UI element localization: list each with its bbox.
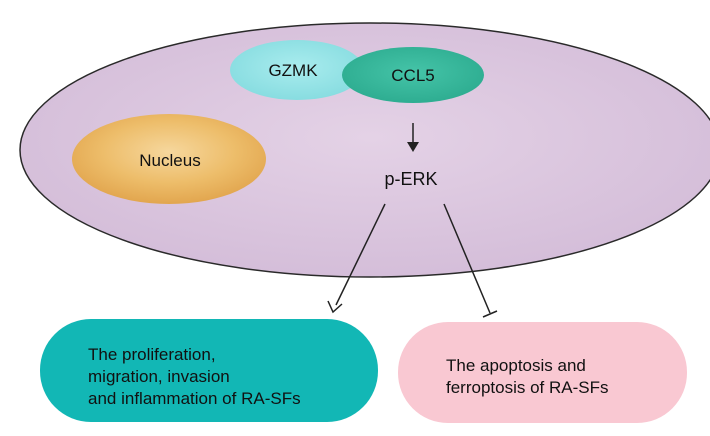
cell-membrane [19,22,710,278]
gzmk-node [230,40,364,100]
ccl5-node [342,47,484,103]
nucleus-label: Nucleus [139,151,200,170]
activation-arrow [335,203,386,306]
promoted-outcome-line-2: migration, invasion [88,367,230,386]
promoted-outcome-line-1: The proliferation, [88,345,216,364]
activation-arrowhead [327,300,343,314]
inhibited-outcome-line-2: ferroptosis of RA-SFs [446,378,609,397]
inhibited-outcome-text: The apoptosis and ferroptosis of RA-SFs [446,355,609,399]
inhibited-outcome-box [398,322,687,423]
inhibition-bar [482,310,498,318]
promoted-outcome-box [40,319,378,422]
promoted-outcome-line-3: and inflammation of RA-SFs [88,389,301,408]
inhibition-line [443,203,491,314]
perk-label: p-ERK [384,169,437,189]
gzmk-label: GZMK [268,61,318,80]
inhibited-outcome-line-1: The apoptosis and [446,356,586,375]
promoted-outcome-text: The proliferation, migration, invasion a… [88,344,301,410]
ccl5-to-perk-arrowhead [407,142,419,152]
ccl5-label: CCL5 [391,66,434,85]
nucleus [72,114,266,204]
